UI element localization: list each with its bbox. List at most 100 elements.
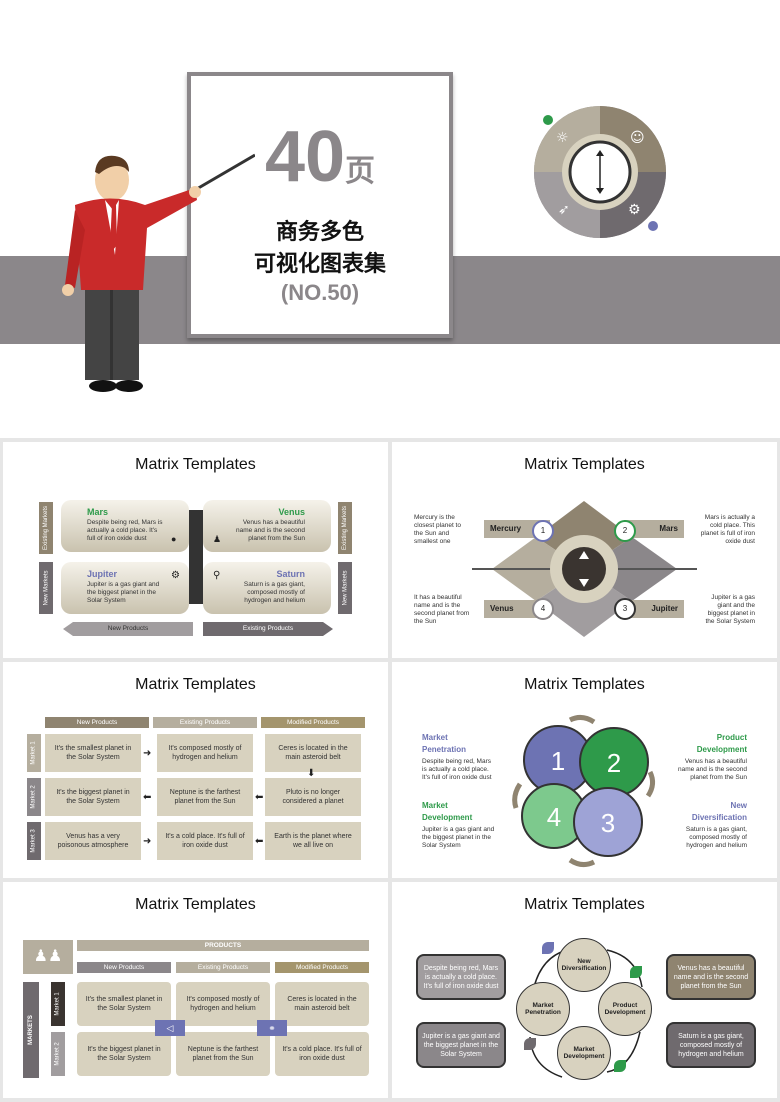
center-divider	[189, 510, 203, 604]
cover-panel: 40页 商务多色 可视化图表集 (NO.50) ☼ ☺ ➶	[0, 0, 780, 438]
cell-2-1: It's the biggest planet in the Solar Sys…	[77, 1032, 171, 1076]
col-existing-products: Existing Products	[153, 717, 257, 728]
cover-line1: 商务多色	[275, 219, 364, 244]
new-products-arrow: New Products	[63, 622, 193, 636]
search-icon: ⚲	[213, 570, 221, 581]
node-new-diversification: New Diversification	[557, 938, 611, 992]
circle-2-label: 2	[607, 748, 621, 778]
mars-tag: Mars	[624, 520, 684, 538]
circle-1-label: 1	[551, 746, 565, 776]
four-circle-cycle: 1 2 4 3	[512, 714, 656, 868]
user-icon: ♟	[213, 534, 222, 544]
row-market-3: Market 3	[27, 822, 41, 860]
arrow-right-icon: ➜	[143, 748, 152, 759]
col-existing-products: Existing Products	[176, 962, 270, 973]
row-market-1: Market 1	[27, 734, 41, 772]
cover-line3: (NO.50)	[280, 280, 360, 305]
arrow-down-icon: ⬇	[307, 768, 316, 779]
circle-3-label: 3	[601, 808, 615, 838]
cell-2-3: It's a cold place. It's full of iron oxi…	[275, 1032, 369, 1076]
row-market-2: Market 2	[27, 778, 41, 816]
nd-text: Saturn is a gas giant, composed mostly o…	[685, 826, 747, 849]
jupiter-text: Jupiter is a gas giant and the biggest p…	[705, 594, 756, 625]
people-icon-box: ♟♟	[23, 940, 73, 974]
md-text: Jupiter is a gas giant and the biggest p…	[422, 826, 495, 849]
bubble-top-right: Venus has a beautiful name and is the se…	[666, 954, 756, 1000]
slide-title: Matrix Templates	[524, 676, 645, 693]
badge-2: 2	[614, 520, 636, 542]
diamond-diagram	[472, 501, 697, 637]
slide-6: Matrix Templates Despite being red, Mars…	[392, 882, 777, 1098]
slide-title: Matrix Templates	[524, 456, 645, 473]
leaf-icon	[542, 942, 554, 954]
cell-1-3: Ceres is located in the main asteroid be…	[275, 982, 369, 1026]
cell-1-2: It's composed mostly of hydrogen and hel…	[157, 734, 253, 772]
cell-1-1: It's the smallest planet in the Solar Sy…	[45, 734, 141, 772]
cell-3-1: Venus has a very poisonous atmosphere	[45, 822, 141, 860]
arrow-left-icon: ⬅	[255, 792, 264, 803]
slide-title: Matrix Templates	[135, 456, 256, 473]
mp-title: Market Penetration	[422, 733, 467, 754]
md-title: Market Development	[422, 801, 473, 822]
leaf-icon	[524, 1038, 536, 1050]
svg-text:☺: ☺	[630, 130, 645, 146]
col-new-products: New Products	[45, 717, 149, 728]
col-modified-products: Modified Products	[261, 717, 365, 728]
saturn-card: Saturn Saturn is a gas giant, composed m…	[203, 562, 331, 614]
pd-title: Product Development	[696, 733, 747, 754]
slide-title: Matrix Templates	[524, 896, 645, 913]
cell-1-2: It's composed mostly of hydrogen and hel…	[176, 982, 270, 1026]
venus-card: Venus Venus has a beautiful name and is …	[203, 500, 331, 552]
mp-text: Despite being red, Mars is actually a co…	[422, 758, 492, 781]
circle-4-label: 4	[547, 802, 561, 832]
pin-icon: ●	[171, 534, 177, 544]
cell-1-1: It's the smallest planet in the Solar Sy…	[77, 982, 171, 1026]
jupiter-card: Jupiter Jupiter is a gas giant and the b…	[61, 562, 189, 614]
bubble-top-left: Despite being red, Mars is actually a co…	[416, 954, 506, 1000]
cell-2-2: Neptune is the farthest planet from the …	[176, 1032, 270, 1076]
cell-2-3: Pluto is no longer considered a planet	[265, 778, 361, 816]
right-existing-markets: Existing Markets	[338, 502, 352, 554]
gear-icon: ⚙	[171, 570, 180, 581]
cover-suffix: 页	[345, 155, 376, 188]
slide-4: Matrix Templates 1 2 4 3 Market Penetrat…	[392, 662, 777, 878]
node-market-development: Market Development	[557, 1026, 611, 1080]
mercury-text: Mercury is the closest planet to the Sun…	[414, 514, 461, 545]
megaphone-icon: ◁	[155, 1020, 185, 1036]
bubble-bottom-left: Jupiter is a gas giant and the biggest p…	[416, 1022, 506, 1068]
arrow-right-icon: ➜	[143, 836, 152, 847]
market-2-tab: Market 2	[51, 1032, 65, 1076]
cover-line2: 可视化图表集	[253, 251, 386, 276]
svg-text:➶: ➶	[558, 202, 570, 218]
bubble-bottom-right: Saturn is a gas giant, composed mostly o…	[666, 1022, 756, 1068]
presenter-illustration	[62, 153, 255, 392]
arrow-left-icon: ⬅	[255, 836, 264, 847]
col-new-products: New Products	[77, 962, 171, 973]
slide-5: Matrix Templates ♟♟ PRODUCTS New Product…	[3, 882, 388, 1098]
pd-text: Venus has a beautiful name and is the se…	[677, 758, 747, 781]
svg-text:⚙: ⚙	[628, 202, 641, 218]
cell-2-1: It's the biggest planet in the Solar Sys…	[45, 778, 141, 816]
node-product-development: Product Development	[598, 982, 652, 1036]
node-market-penetration: Market Penetration	[516, 982, 570, 1036]
nd-title: New Diversification	[691, 801, 747, 822]
cell-1-3: Ceres is located in the main asteroid be…	[265, 734, 361, 772]
badge-3: 3	[614, 598, 636, 620]
cover-number: 40	[264, 117, 346, 197]
slide-3: Matrix Templates New Products Existing P…	[3, 662, 388, 878]
svg-text:☼: ☼	[556, 130, 569, 146]
slide-title: Matrix Templates	[135, 676, 256, 693]
slide-1: Matrix Templates Existing Markets New Ma…	[3, 442, 388, 658]
mars-text: Mars is actually a cold place. This plan…	[700, 514, 755, 545]
jupiter-tag: Jupiter	[624, 600, 684, 618]
badge-4: 4	[532, 598, 554, 620]
col-modified-products: Modified Products	[275, 962, 369, 973]
cell-3-2: It's a cold place. It's full of iron oxi…	[157, 822, 253, 860]
left-new-markets: New Markets	[39, 562, 53, 614]
products-header: PRODUCTS	[77, 940, 369, 951]
badge-1: 1	[532, 520, 554, 542]
mars-card: Mars Despite being red, Mars is actually…	[61, 500, 189, 552]
existing-products-arrow: Existing Products	[203, 622, 333, 636]
slide-2: Matrix Templates Mercury Mars Venus Jupi…	[392, 442, 777, 658]
leaf-icon	[614, 1060, 626, 1072]
